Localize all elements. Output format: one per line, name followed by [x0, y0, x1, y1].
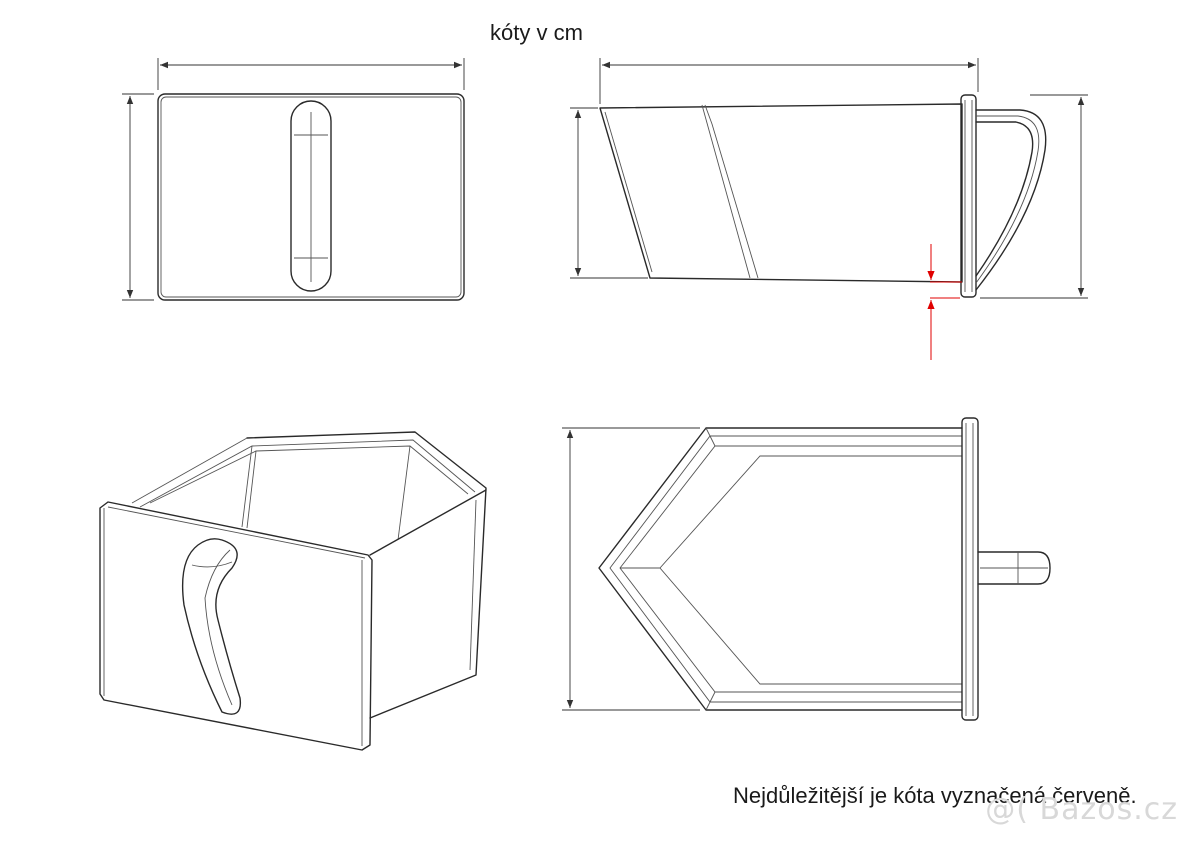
- side-view-height-dimension: [570, 107, 648, 279]
- units-label: kóty v cm: [490, 20, 583, 45]
- front-view-height-dimension: [122, 93, 154, 301]
- front-view: [157, 93, 465, 301]
- watermark: @( Bazos.cz: [985, 792, 1178, 827]
- side-view-overall-height-dimension: [980, 94, 1088, 299]
- critical-dimension-red: [927, 244, 962, 360]
- top-view: [598, 417, 1051, 721]
- isometric-view: [99, 431, 487, 751]
- front-view-width-dimension: [157, 58, 465, 90]
- top-view-height-dimension: [562, 427, 700, 711]
- side-view: [599, 94, 1047, 298]
- side-view-width-dimension: [599, 58, 979, 104]
- footer-note: Nejdůležitější je kóta vyznačená červeně…: [733, 783, 1137, 808]
